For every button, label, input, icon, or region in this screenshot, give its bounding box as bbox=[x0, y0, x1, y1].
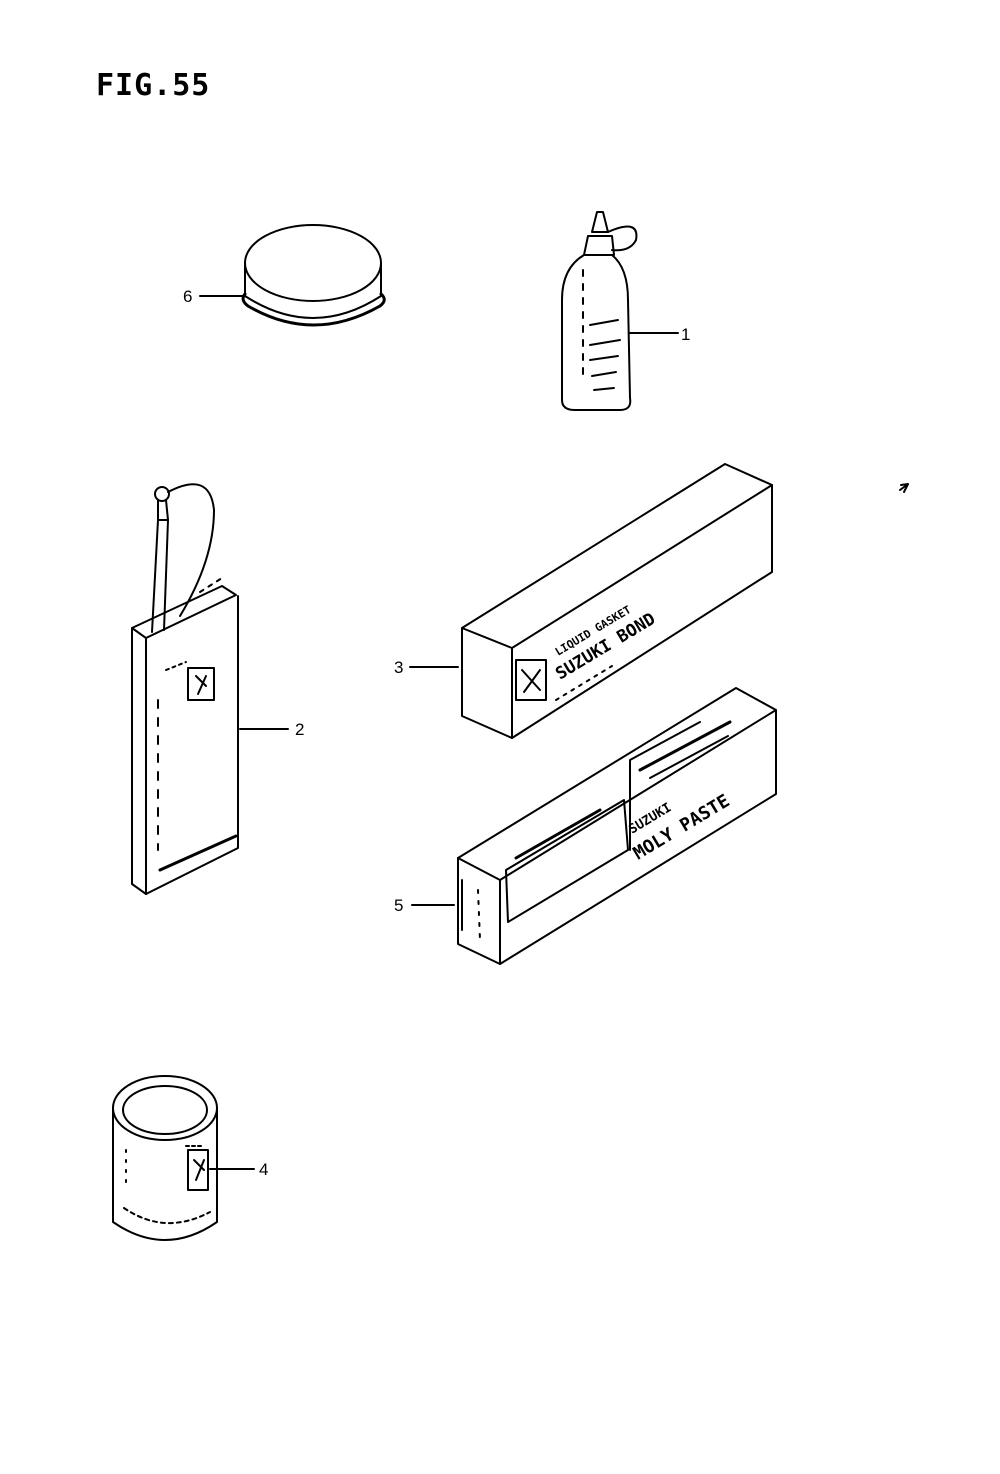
margin-arrow-icon bbox=[899, 483, 909, 493]
callout-1: 1 bbox=[681, 325, 691, 344]
callout-4: 4 bbox=[259, 1160, 269, 1179]
paste-box-icon: SUZUKI MOLY PASTE bbox=[457, 687, 777, 965]
bond-box-icon: LIQUID GASKET SUZUKI BOND bbox=[461, 463, 773, 739]
callout-5: 5 bbox=[394, 896, 404, 915]
round-tin-icon bbox=[241, 224, 386, 327]
nozzle-bottle-icon bbox=[561, 211, 638, 411]
callout-2: 2 bbox=[295, 720, 305, 739]
callout-3: 3 bbox=[394, 658, 404, 677]
cylinder-can-icon bbox=[112, 1075, 218, 1241]
figure-title: FIG.55 bbox=[96, 68, 211, 103]
callout-6: 6 bbox=[183, 287, 193, 306]
spout-can-icon bbox=[131, 483, 239, 895]
